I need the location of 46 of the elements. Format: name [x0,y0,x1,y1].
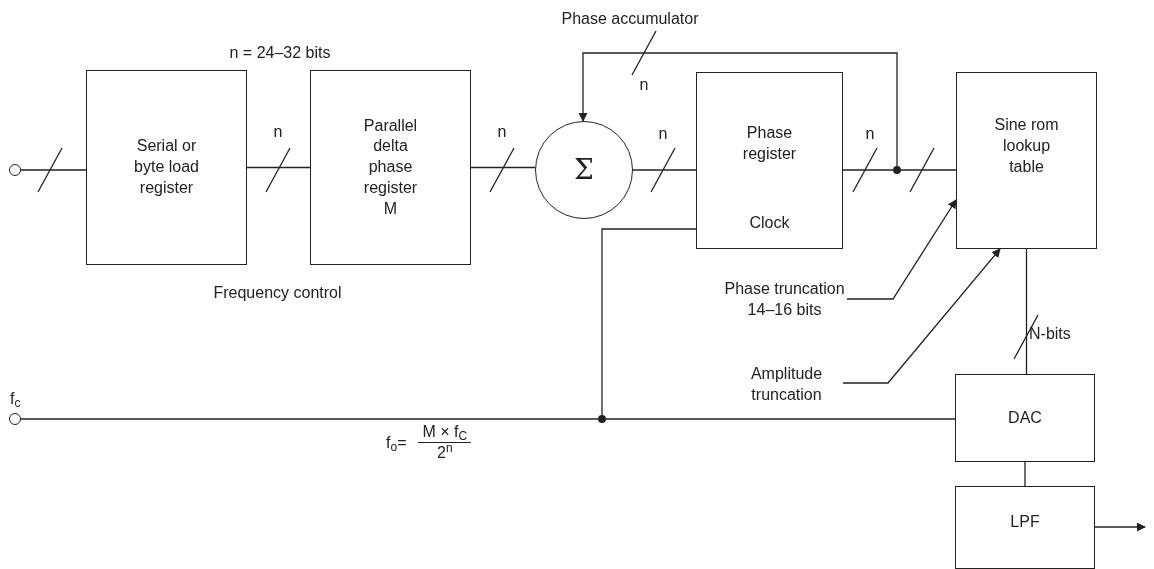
annotation: Phase accumulator [560,9,700,29]
signal-line [1024,461,1026,487]
signal-label: f$_{c}$ [10,391,21,407]
formula-text: f$_{o}$= [386,434,407,451]
block-box [955,486,1095,569]
sigma-symbol: Σ [574,156,594,184]
arrow [578,52,898,167]
block-label: Sine rom lookup table [993,115,1060,177]
signal-line [1025,248,1028,375]
bus-width-label: n [496,122,508,142]
block-label: DAC [1008,407,1042,428]
callout-text: Amplitude truncation [730,362,843,408]
bus-width-label: n [272,122,284,142]
bus-width-label: n [638,75,650,95]
block-box [955,374,1095,462]
bus-width-label: n [864,124,876,144]
signal-line [601,228,697,416]
block-box [956,72,1097,249]
block-label: Serial or byte load register [133,136,200,198]
signal-line [20,169,87,171]
block-box [696,72,843,249]
annotation: Frequency control [212,283,343,303]
signal-line [842,169,894,171]
input-terminal [9,413,21,425]
block-label: Parallel delta phase register M [362,115,419,219]
leader-line [846,199,957,300]
block-box [86,70,247,265]
signal-line [900,169,957,171]
signal-line [470,166,536,169]
signal-line [246,166,311,169]
block-label: LPF [1010,512,1040,533]
bus-width-label: N-bits [1029,324,1072,344]
arrow [1094,522,1146,532]
leader-line [842,248,1001,384]
input-terminal [9,164,21,176]
block-box [310,70,471,265]
signal-line [632,169,697,171]
signal-line [605,418,956,420]
formula-text: 2$^{n}$ [437,443,453,464]
block-label: Clock [749,213,790,234]
block-label: Phase register [741,123,798,164]
signal-line [20,418,599,420]
annotation: n = 24–32 bits [228,43,332,63]
callout-text: Phase truncation 14–16 bits [722,262,847,338]
bus-width-label: n [657,124,669,144]
formula-text: M × f$_{C}$ [421,422,469,442]
